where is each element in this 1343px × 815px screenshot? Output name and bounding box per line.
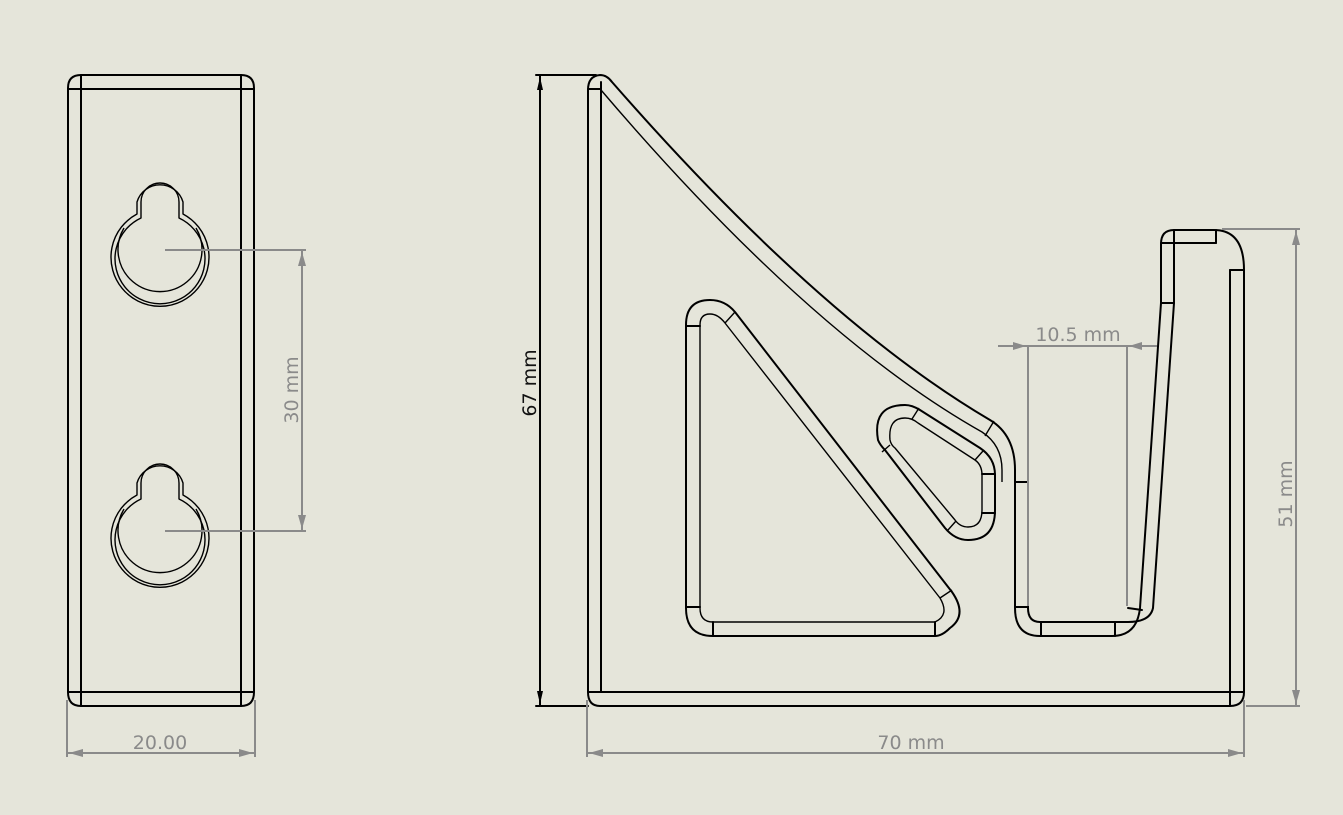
keyhole-slot-top (110, 182, 210, 307)
dimension-label-hole-spacing: 30 mm (281, 356, 303, 423)
side-view: 67 mm 70 mm 51 mm 10.5 mm (519, 74, 1300, 757)
dimension-slot-width: 10.5 mm (998, 324, 1157, 606)
triangular-cutout (685, 299, 961, 637)
dimension-front-width: 20.00 (66, 700, 256, 757)
keyhole-slot-bottom (110, 463, 210, 588)
front-view-outline (67, 74, 255, 707)
dimension-label-overall-height: 67 mm (519, 349, 541, 416)
dimension-label-slot-width: 10.5 mm (1035, 324, 1120, 346)
dimension-overall-height: 67 mm (519, 74, 597, 707)
dimension-label-front-width: 20.00 (133, 732, 187, 754)
side-view-outline (587, 74, 1245, 707)
dimension-hook-height: 51 mm (1222, 228, 1300, 707)
dimension-hole-spacing: 30 mm (165, 249, 306, 532)
front-view: 30 mm 20.00 (66, 74, 306, 757)
dimension-label-overall-width: 70 mm (877, 732, 944, 754)
dimension-label-hook-height: 51 mm (1275, 460, 1297, 527)
slope-inner-line (600, 89, 1003, 482)
small-teardrop-cutout (876, 404, 996, 541)
dimension-overall-width: 70 mm (586, 700, 1245, 757)
